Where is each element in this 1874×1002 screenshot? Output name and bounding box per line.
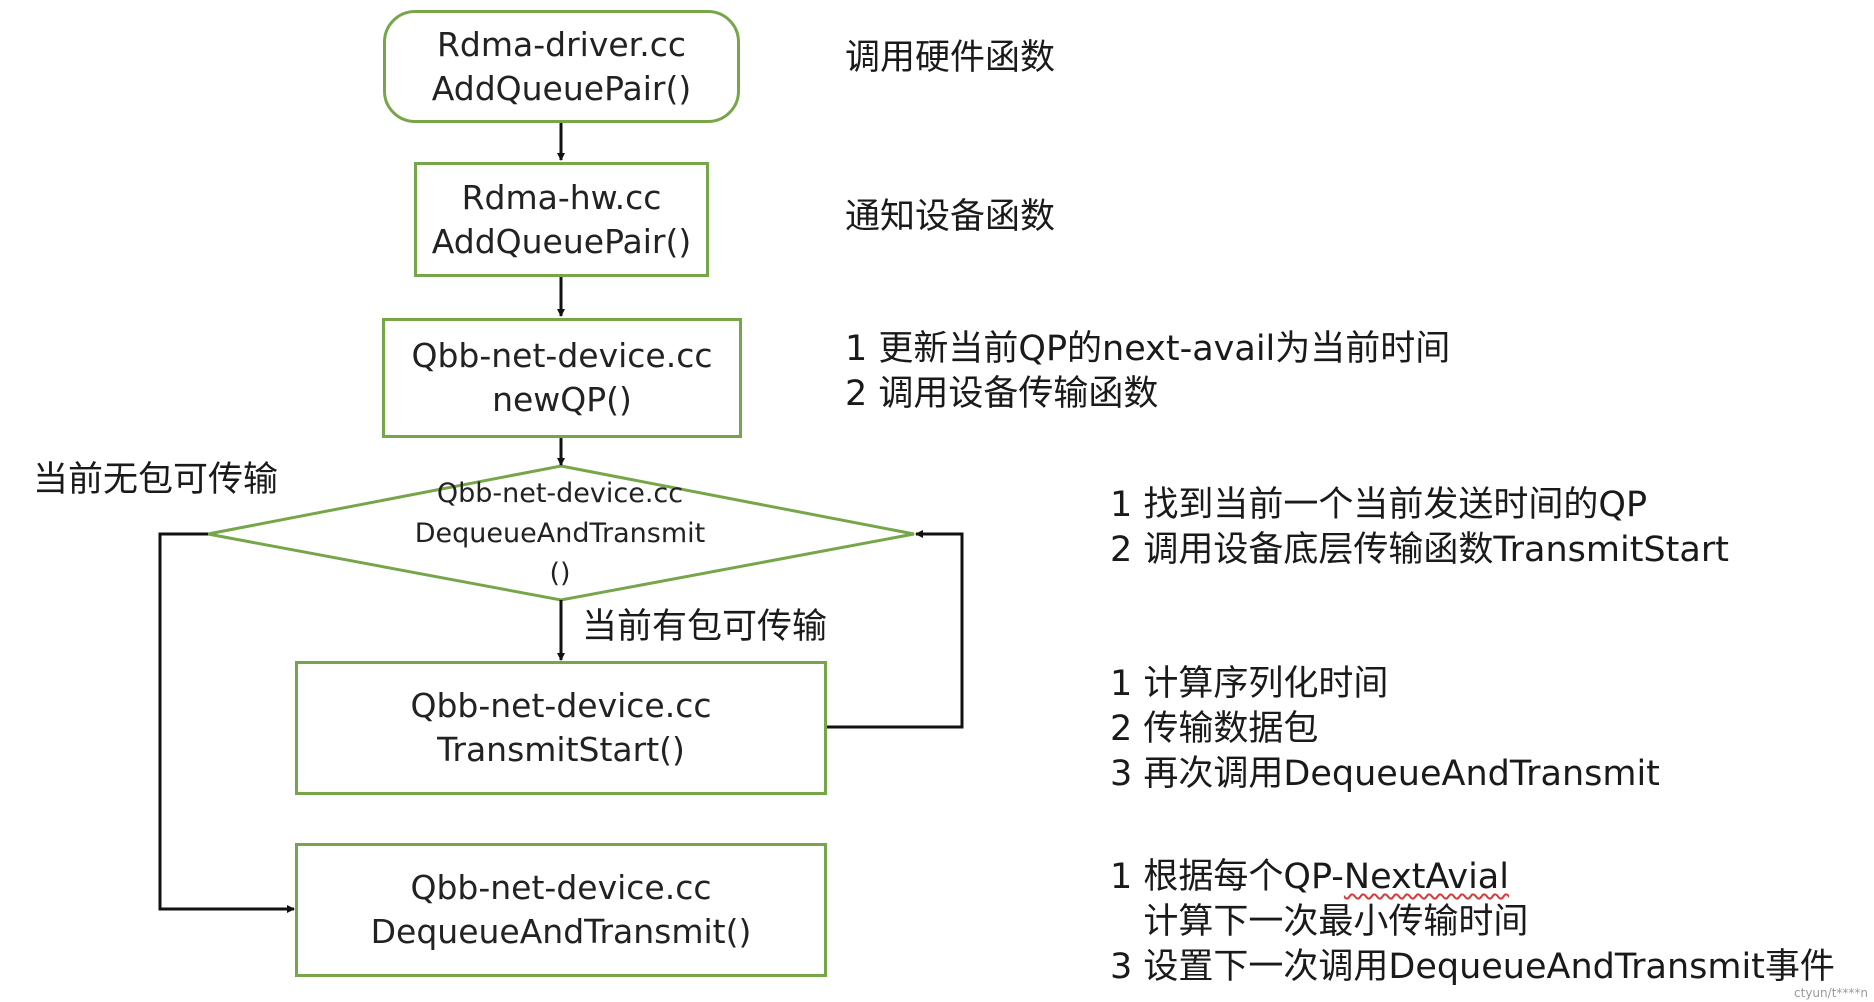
node-hw-file: Rdma-hw.cc bbox=[461, 177, 662, 217]
node-newqp: Qbb-net-device.cc newQP() bbox=[382, 318, 742, 438]
node-driver-func: AddQueuePair() bbox=[431, 68, 692, 108]
arrow-transmit-loop-back bbox=[827, 530, 964, 729]
note-dequeue-line-1-prefix: 1 根据每个QP- bbox=[1110, 857, 1344, 897]
node-newqp-func: newQP() bbox=[492, 380, 632, 419]
arrow-decision-to-dequeue bbox=[158, 532, 295, 913]
note-driver: 调用硬件函数 bbox=[845, 36, 1055, 81]
spellcheck-word: NextAvial bbox=[1343, 857, 1509, 897]
note-dequeue: 1 根据每个QP-NextAvial 计算下一次最小传输时间 3 设置下一次调用… bbox=[1110, 855, 1835, 990]
note-transmit: 1 计算序列化时间 2 传输数据包 3 再次调用DequeueAndTransm… bbox=[1110, 662, 1660, 797]
decision-file: Qbb-net-device.cc bbox=[436, 478, 684, 509]
note-decision-line-1: 1 找到当前一个当前发送时间的QP bbox=[1110, 485, 1648, 525]
node-newqp-file: Qbb-net-device.cc bbox=[411, 336, 713, 375]
note-dequeue-line-2: 计算下一次最小传输时间 bbox=[1110, 902, 1529, 942]
edge-label-has-packet: 当前有包可传输 bbox=[582, 607, 828, 647]
watermark: ctyun/t****n bbox=[1794, 986, 1868, 1000]
note-decision-line-2: 2 调用设备底层传输函数TransmitStart bbox=[1110, 530, 1729, 570]
node-transmit-func: TransmitStart() bbox=[437, 730, 685, 769]
note-transmit-line-1: 1 计算序列化时间 bbox=[1110, 664, 1389, 704]
note-driver-line-1: 调用硬件函数 bbox=[845, 38, 1056, 78]
decision-paren: () bbox=[549, 558, 571, 589]
decision-label: Qbb-net-device.cc DequeueAndTransmit () bbox=[380, 474, 740, 594]
node-dequeue-func: DequeueAndTransmit() bbox=[370, 912, 752, 951]
note-newqp-line-2: 2 调用设备传输函数 bbox=[845, 374, 1159, 414]
note-newqp-line-1: 1 更新当前QP的next-avail为当前时间 bbox=[845, 329, 1451, 369]
decision-func: DequeueAndTransmit bbox=[414, 518, 706, 549]
note-transmit-line-3: 3 再次调用DequeueAndTransmit bbox=[1110, 754, 1660, 794]
note-decision: 1 找到当前一个当前发送时间的QP 2 调用设备底层传输函数TransmitSt… bbox=[1110, 483, 1729, 573]
node-dequeue-transmit: Qbb-net-device.cc DequeueAndTransmit() bbox=[295, 843, 827, 977]
note-transmit-line-2: 2 传输数据包 bbox=[1110, 709, 1319, 749]
node-driver-file: Rdma-driver.cc bbox=[437, 24, 686, 64]
node-transmit-start: Qbb-net-device.cc TransmitStart() bbox=[295, 661, 827, 795]
edge-label-no-packet: 当前无包可传输 bbox=[33, 460, 279, 500]
note-dequeue-line-1: 1 根据每个QP-NextAvial bbox=[1110, 855, 1835, 900]
note-dequeue-line-3: 3 设置下一次调用DequeueAndTransmit事件 bbox=[1110, 947, 1835, 987]
note-hw-line-1: 通知设备函数 bbox=[845, 197, 1056, 237]
note-hw: 通知设备函数 bbox=[845, 195, 1055, 240]
node-transmit-file: Qbb-net-device.cc bbox=[410, 686, 712, 725]
note-newqp: 1 更新当前QP的next-avail为当前时间 2 调用设备传输函数 bbox=[845, 327, 1450, 417]
node-dequeue-file: Qbb-net-device.cc bbox=[410, 868, 712, 907]
node-hw-func: AddQueuePair() bbox=[431, 221, 692, 261]
node-rdma-driver: Rdma-driver.cc AddQueuePair() bbox=[383, 10, 740, 123]
node-rdma-hw: Rdma-hw.cc AddQueuePair() bbox=[414, 162, 709, 277]
